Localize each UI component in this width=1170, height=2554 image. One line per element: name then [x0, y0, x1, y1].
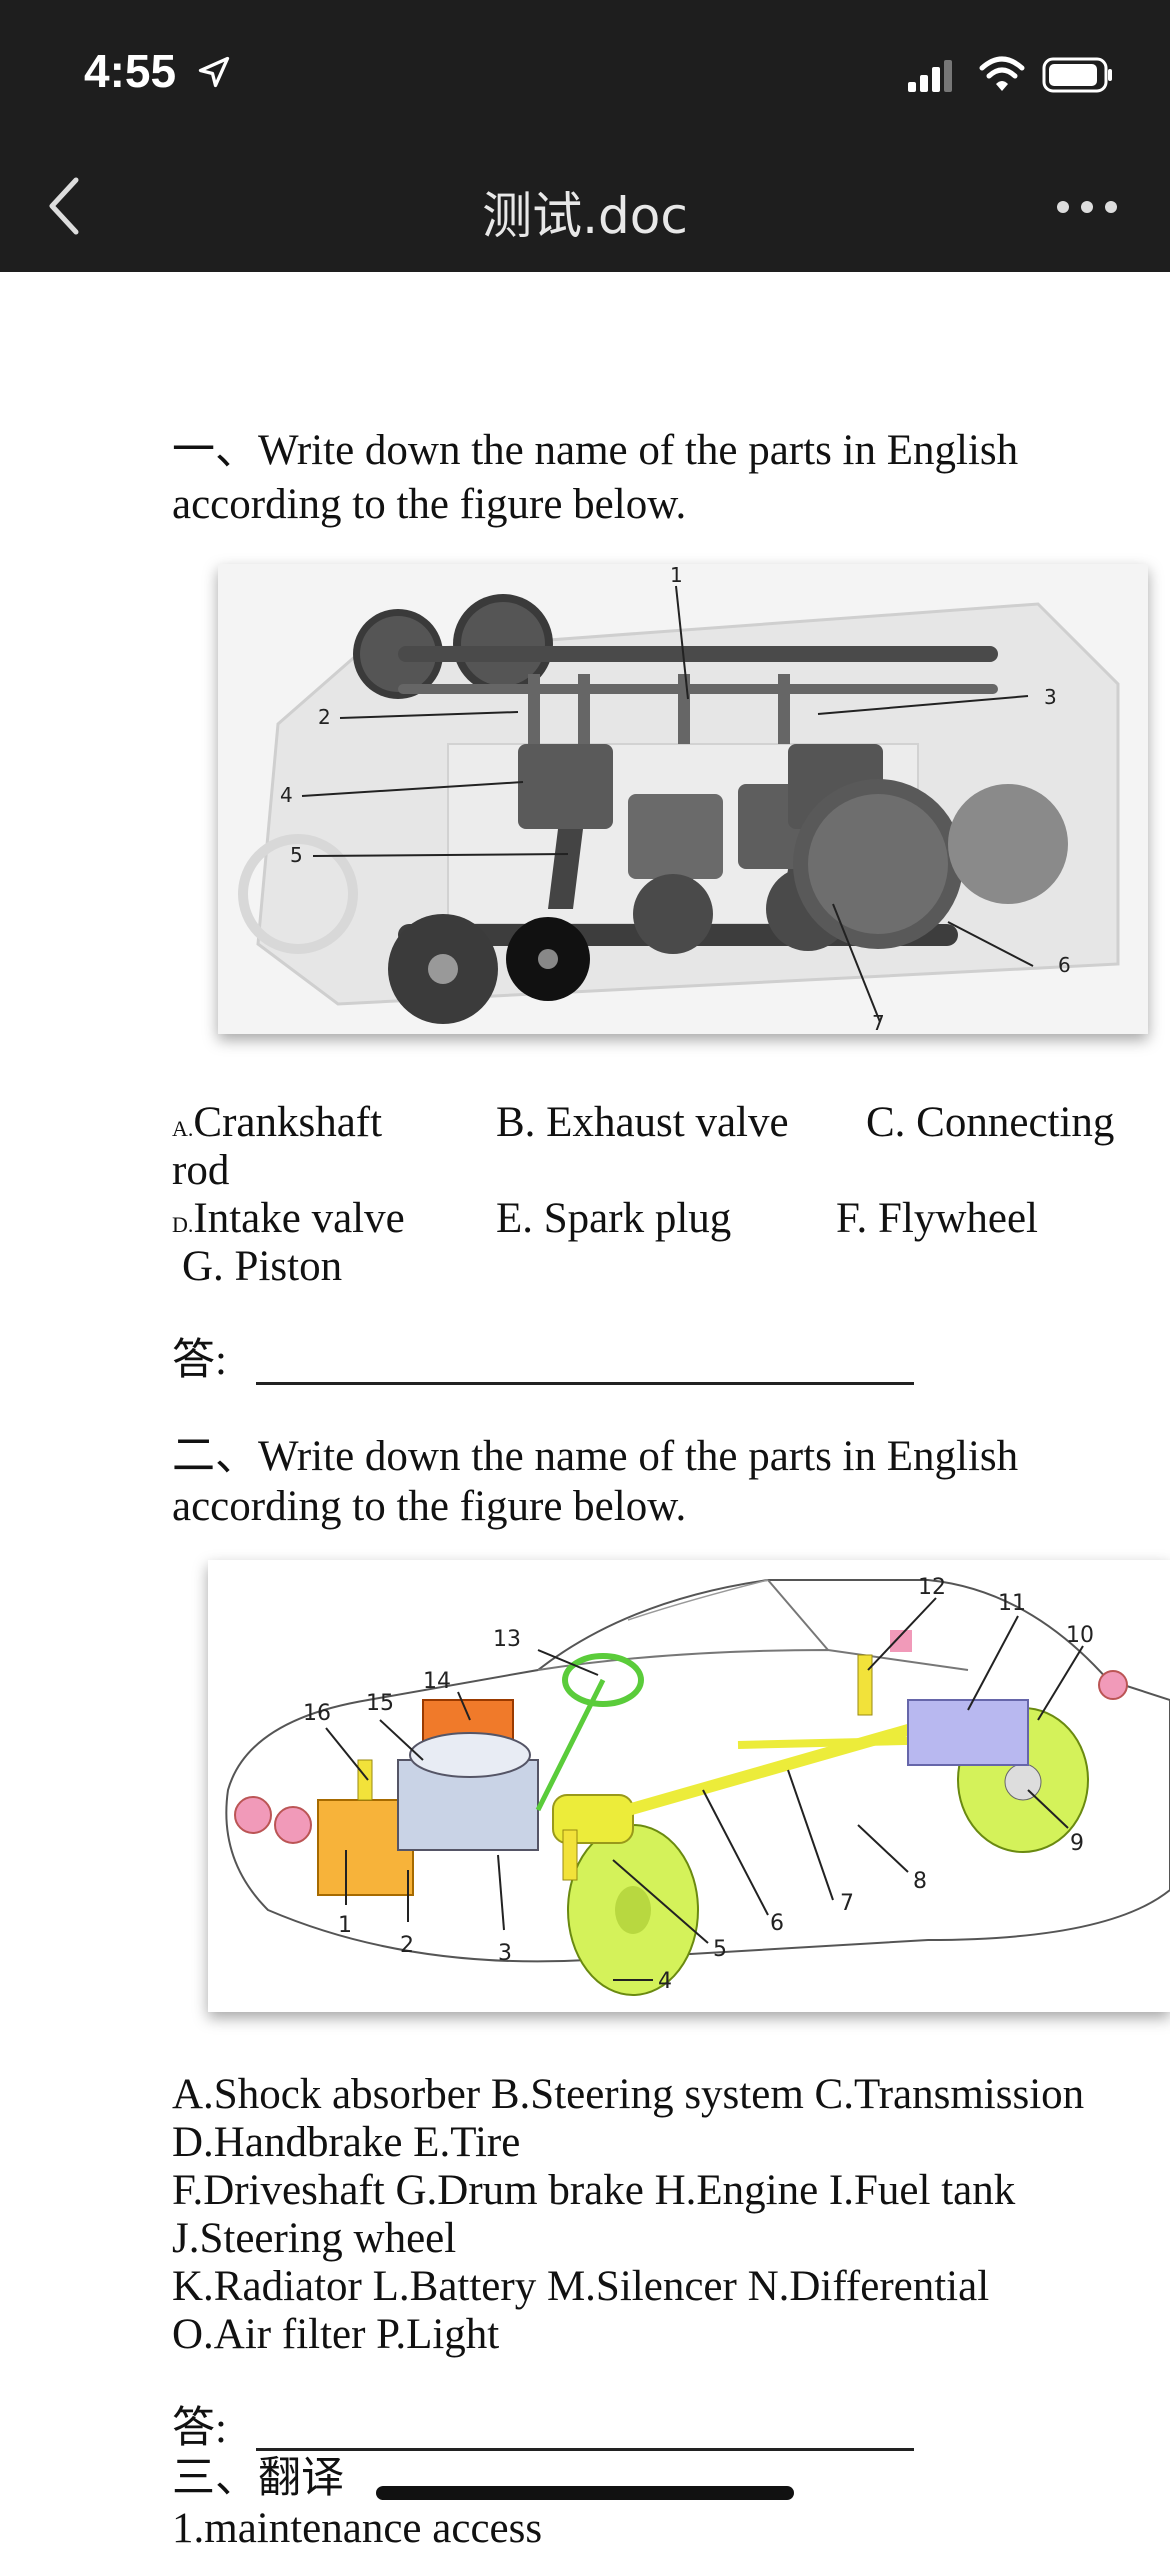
engine-figure: 1 2 3 4 5 6 7 — [218, 563, 1148, 1035]
document-title: 测试.doc — [482, 187, 688, 245]
section2-heading-line2: according to the figure below. — [172, 1483, 687, 1530]
section2-answer-label: 答: — [172, 2405, 227, 2452]
option-a: A.Crankshaft — [172, 1098, 382, 1154]
option-d: D.Intake valve — [172, 1194, 405, 1250]
section2-options-line6: O.Air filter P.Light — [172, 2311, 500, 2358]
section2-options-line2: D.Handbrake E.Tire — [172, 2119, 521, 2166]
option-a-text: Crankshaft — [193, 1099, 383, 1146]
engine-label-7: 7 — [872, 1011, 885, 1034]
option-b: B. Exhaust valve — [496, 1099, 789, 1146]
battery-icon — [1042, 57, 1112, 93]
car-figure: 1 2 3 4 5 6 7 8 9 10 11 12 13 14 15 16 — [208, 1560, 1170, 2012]
option-c-continued: rod — [172, 1147, 230, 1194]
option-f: F. Flywheel — [836, 1195, 1039, 1242]
car-label-6: 6 — [770, 1911, 784, 1936]
car-label-13: 13 — [493, 1627, 521, 1652]
car-label-10: 10 — [1066, 1623, 1094, 1648]
car-label-15: 15 — [366, 1691, 394, 1716]
document-body: 一、Write down the name of the parts in En… — [0, 272, 1170, 2552]
top-bar: 4:55 测试.doc — [0, 0, 1170, 272]
car-label-4: 4 — [658, 1969, 672, 1994]
car-label-16: 16 — [303, 1701, 331, 1726]
option-g: G. Piston — [182, 1243, 343, 1290]
engine-label-1: 1 — [670, 564, 683, 587]
engine-label-2: 2 — [318, 705, 331, 729]
option-e: E. Spark plug — [496, 1195, 732, 1242]
engine-label-4: 4 — [280, 783, 293, 807]
section1-answer-label: 答: — [172, 1337, 227, 1384]
option-d-prefix: D. — [172, 1212, 194, 1237]
more-options-icon[interactable] — [1052, 192, 1122, 222]
section3-heading: 三、翻译 — [172, 2455, 344, 2502]
option-c: C. Connecting — [866, 1099, 1115, 1146]
cellular-signal-icon — [908, 60, 952, 92]
section1-heading-line2: according to the figure below. — [172, 481, 687, 528]
engine-label-6: 6 — [1058, 953, 1071, 977]
car-label-11: 11 — [998, 1591, 1026, 1616]
car-label-12: 12 — [918, 1575, 946, 1600]
location-arrow-icon — [198, 56, 230, 88]
car-label-9: 9 — [1070, 1831, 1084, 1856]
car-label-7: 7 — [840, 1891, 854, 1916]
section2-options-line5: K.Radiator L.Battery M.Silencer N.Differ… — [172, 2263, 990, 2310]
section2-options-line1: A.Shock absorber B.Steering system C.Tra… — [172, 2071, 1085, 2118]
car-label-2: 2 — [400, 1933, 414, 1958]
wifi-icon — [979, 56, 1025, 91]
car-illustration: 1 2 3 4 5 6 7 8 9 10 11 12 13 14 15 16 — [208, 1560, 1170, 2012]
car-label-5: 5 — [713, 1937, 727, 1962]
engine-label-5: 5 — [290, 843, 303, 867]
option-a-prefix: A. — [172, 1116, 194, 1141]
car-label-3: 3 — [498, 1941, 512, 1966]
back-chevron-icon[interactable] — [40, 172, 88, 240]
section2-options-line4: J.Steering wheel — [172, 2215, 457, 2262]
car-label-8: 8 — [913, 1869, 927, 1894]
section2-options-line3: F.Driveshaft G.Drum brake H.Engine I.Fue… — [172, 2167, 1016, 2214]
section1-answer-line[interactable] — [256, 1382, 914, 1385]
section3-item-1: 1.maintenance access — [172, 2505, 543, 2552]
option-d-text: Intake valve — [193, 1195, 405, 1242]
section2-heading-line1: 二、Write down the name of the parts in En… — [172, 1433, 1019, 1480]
engine-label-3: 3 — [1044, 685, 1057, 709]
car-label-14: 14 — [423, 1669, 451, 1694]
section1-heading-line1: 一、Write down the name of the parts in En… — [172, 427, 1019, 474]
status-time: 4:55 — [84, 45, 177, 97]
home-indicator[interactable] — [376, 2486, 794, 2500]
car-label-1: 1 — [338, 1913, 352, 1938]
engine-illustration: 1 2 3 4 5 6 7 — [218, 563, 1148, 1035]
section2-answer-line[interactable] — [256, 2448, 914, 2451]
